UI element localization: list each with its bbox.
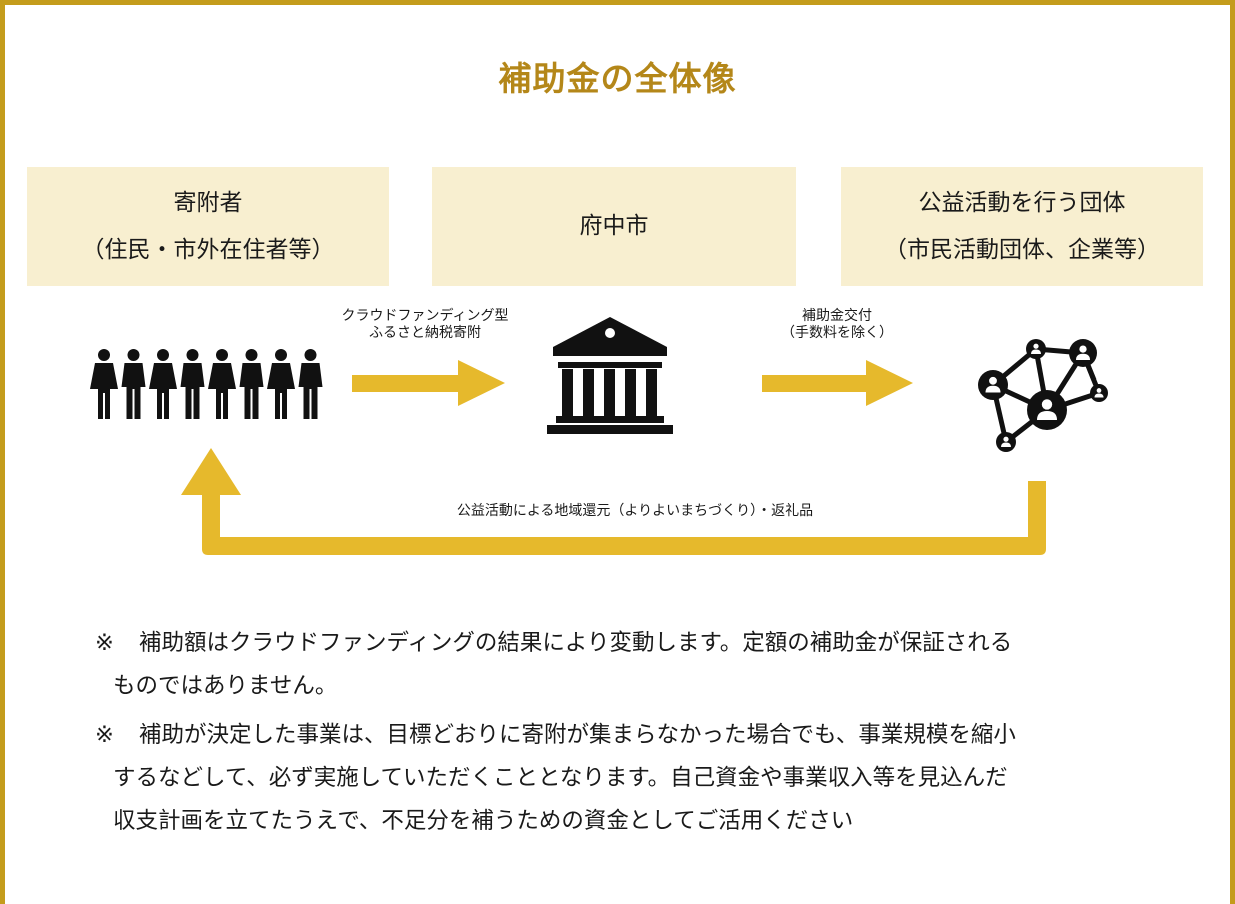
subsidy-arrow bbox=[762, 360, 913, 406]
person-figure bbox=[180, 349, 205, 419]
network-node bbox=[1069, 339, 1097, 367]
network-node bbox=[978, 370, 1008, 400]
note-item: ※ 補助額はクラウドファンディングの結果により変動します。定額の補助金が保証される… bbox=[95, 622, 1205, 708]
return-arrow bbox=[181, 448, 1046, 555]
note-text-line: するなどして、必ず実施していただくこととなります。自己資金や事業収入等を見込んだ bbox=[113, 765, 1008, 791]
note-text-line: 収支計画を立てたうえで、不足分を補うための資金としてご活用ください bbox=[113, 808, 854, 834]
person-figure bbox=[149, 349, 177, 419]
city-box: 府中市 bbox=[432, 167, 796, 286]
subsidy-label-line2: （手数料を除く） bbox=[781, 325, 893, 341]
notes-section: ※ 補助額はクラウドファンディングの結果により変動します。定額の補助金が保証される… bbox=[95, 622, 1205, 849]
person-figure bbox=[121, 349, 146, 419]
person-figure bbox=[239, 349, 264, 419]
person-figure bbox=[208, 349, 236, 419]
organization-box-title: 公益活動を行う団体 bbox=[918, 189, 1126, 216]
subsidy-arrow-label: 補助金交付 （手数料を除く） bbox=[712, 308, 962, 342]
network-node bbox=[996, 432, 1016, 452]
note-text-line: 補助額はクラウドファンディングの結果により変動します。定額の補助金が保証される bbox=[139, 630, 1013, 656]
page-title: 補助金の全体像 bbox=[498, 59, 737, 98]
network-node bbox=[1090, 384, 1108, 402]
donor-box-subtitle: （住民・市外在住者等） bbox=[81, 236, 335, 263]
donor-box: 寄附者 （住民・市外在住者等） bbox=[27, 167, 389, 286]
donation-label-line1: クラウドファンディング型 bbox=[341, 308, 509, 324]
network-node bbox=[1026, 339, 1046, 359]
subsidy-label-line1: 補助金交付 bbox=[802, 308, 872, 324]
note-mark: ※ bbox=[95, 722, 114, 748]
network-people-icon bbox=[978, 339, 1108, 452]
donation-arrow-label: クラウドファンディング型 ふるさと納税寄附 bbox=[300, 308, 550, 342]
note-mark: ※ bbox=[95, 630, 114, 656]
donation-label-line2: ふるさと納税寄附 bbox=[369, 325, 481, 341]
organization-box-subtitle: （市民活動団体、企業等） bbox=[884, 236, 1160, 263]
organization-box: 公益活動を行う団体 （市民活動団体、企業等） bbox=[841, 167, 1203, 286]
person-figure bbox=[90, 349, 118, 419]
donation-arrow bbox=[352, 360, 505, 406]
government-building-icon bbox=[547, 317, 673, 434]
city-box-title: 府中市 bbox=[579, 213, 649, 239]
network-node bbox=[1027, 390, 1067, 430]
note-item: ※ 補助が決定した事業は、目標どおりに寄附が集まらなかった場合でも、事業規模を縮小… bbox=[95, 714, 1205, 843]
person-figure bbox=[267, 349, 295, 419]
note-text-line: ものではありません。 bbox=[113, 673, 338, 699]
note-text-line: 補助が決定した事業は、目標どおりに寄附が集まらなかった場合でも、事業規模を縮小 bbox=[139, 722, 1016, 748]
people-group-icon bbox=[90, 349, 323, 419]
person-figure bbox=[298, 349, 323, 419]
return-arrow-label: 公益活動による地域還元（よりよいまちづくり）・返礼品 bbox=[315, 503, 955, 520]
donor-box-title: 寄附者 bbox=[173, 189, 243, 216]
return-label-text: 公益活動による地域還元（よりよいまちづくり）・返礼品 bbox=[456, 503, 814, 519]
